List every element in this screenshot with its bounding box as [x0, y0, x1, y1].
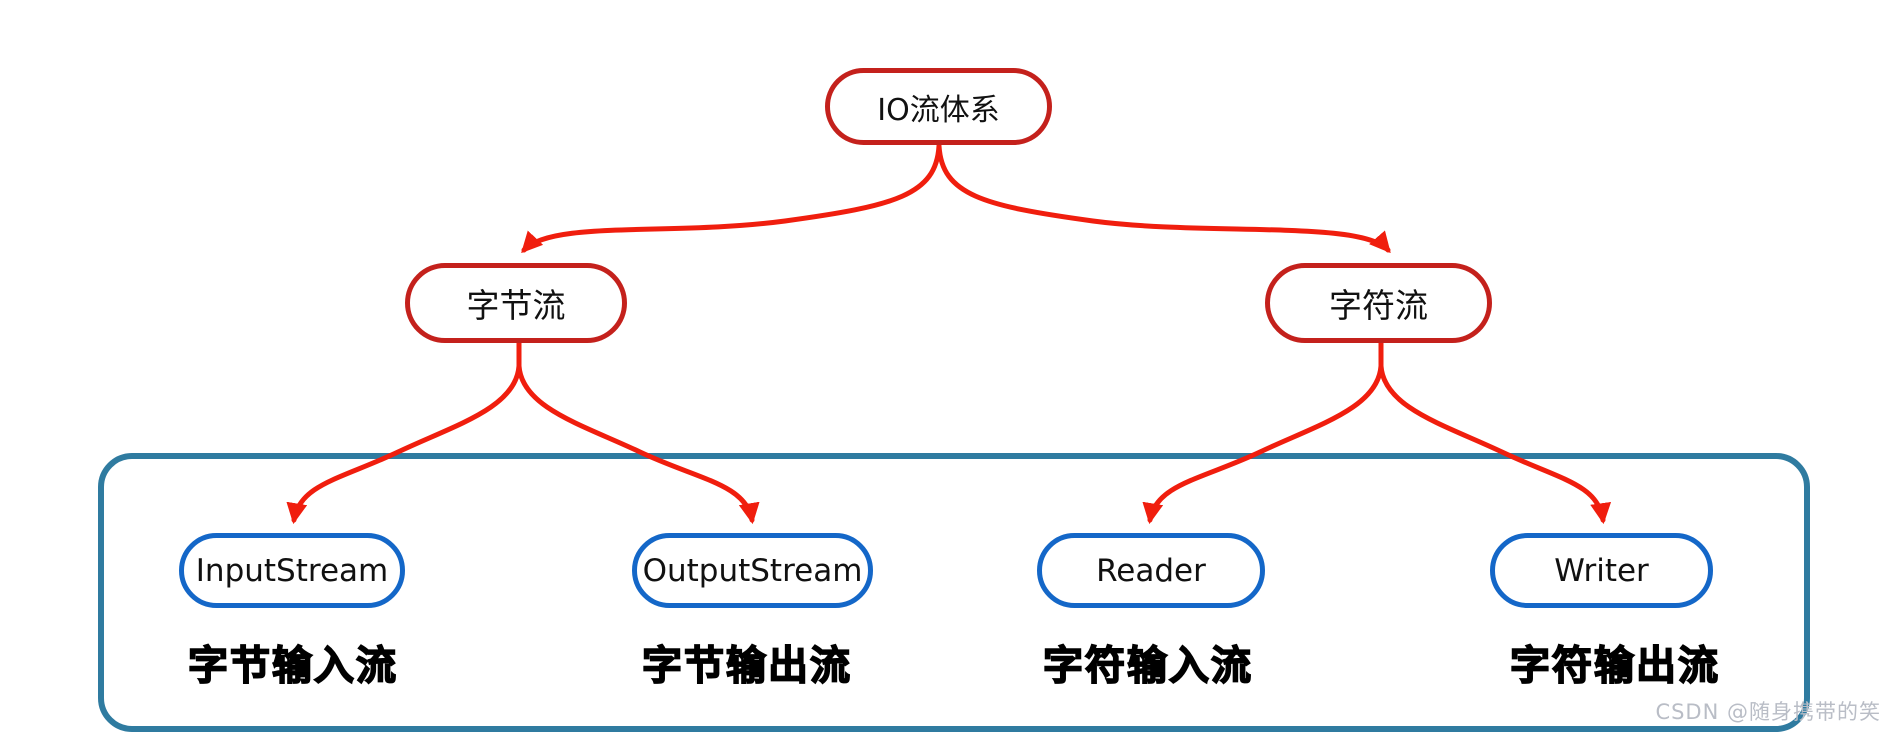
caption-byte-input-stream: 字节输入流 [187, 642, 398, 690]
node-char-stream-label: 字符流 [1329, 286, 1428, 325]
node-byte-stream-label: 字节流 [466, 286, 566, 325]
node-inputstream-label: InputStream [195, 552, 389, 589]
node-writer: Writer [1490, 533, 1713, 608]
node-reader-label: Reader [1096, 552, 1206, 589]
node-byte-stream: 字节流 [405, 263, 627, 343]
node-writer-label: Writer [1554, 552, 1649, 589]
caption-char-input-stream: 字符输入流 [1042, 642, 1253, 690]
node-inputstream: InputStream [179, 533, 405, 608]
arrow-root-to-byte-stream [521, 143, 942, 254]
caption-char-output-stream: 字符输出流 [1509, 642, 1720, 690]
node-char-stream: 字符流 [1265, 263, 1492, 343]
arrow-root-to-char-stream [936, 143, 1391, 254]
caption-byte-output-stream: 字节输出流 [641, 642, 852, 690]
stream-classes-group-box [98, 453, 1810, 732]
node-reader: Reader [1037, 533, 1265, 608]
node-outputstream-label: OutputStream [642, 552, 863, 589]
node-io-stream-system-label: IO流体系 [877, 92, 1000, 128]
node-io-stream-system: IO流体系 [825, 68, 1052, 145]
node-outputstream: OutputStream [632, 533, 873, 608]
csdn-watermark: CSDN @随身携带的笑 [1655, 700, 1881, 724]
